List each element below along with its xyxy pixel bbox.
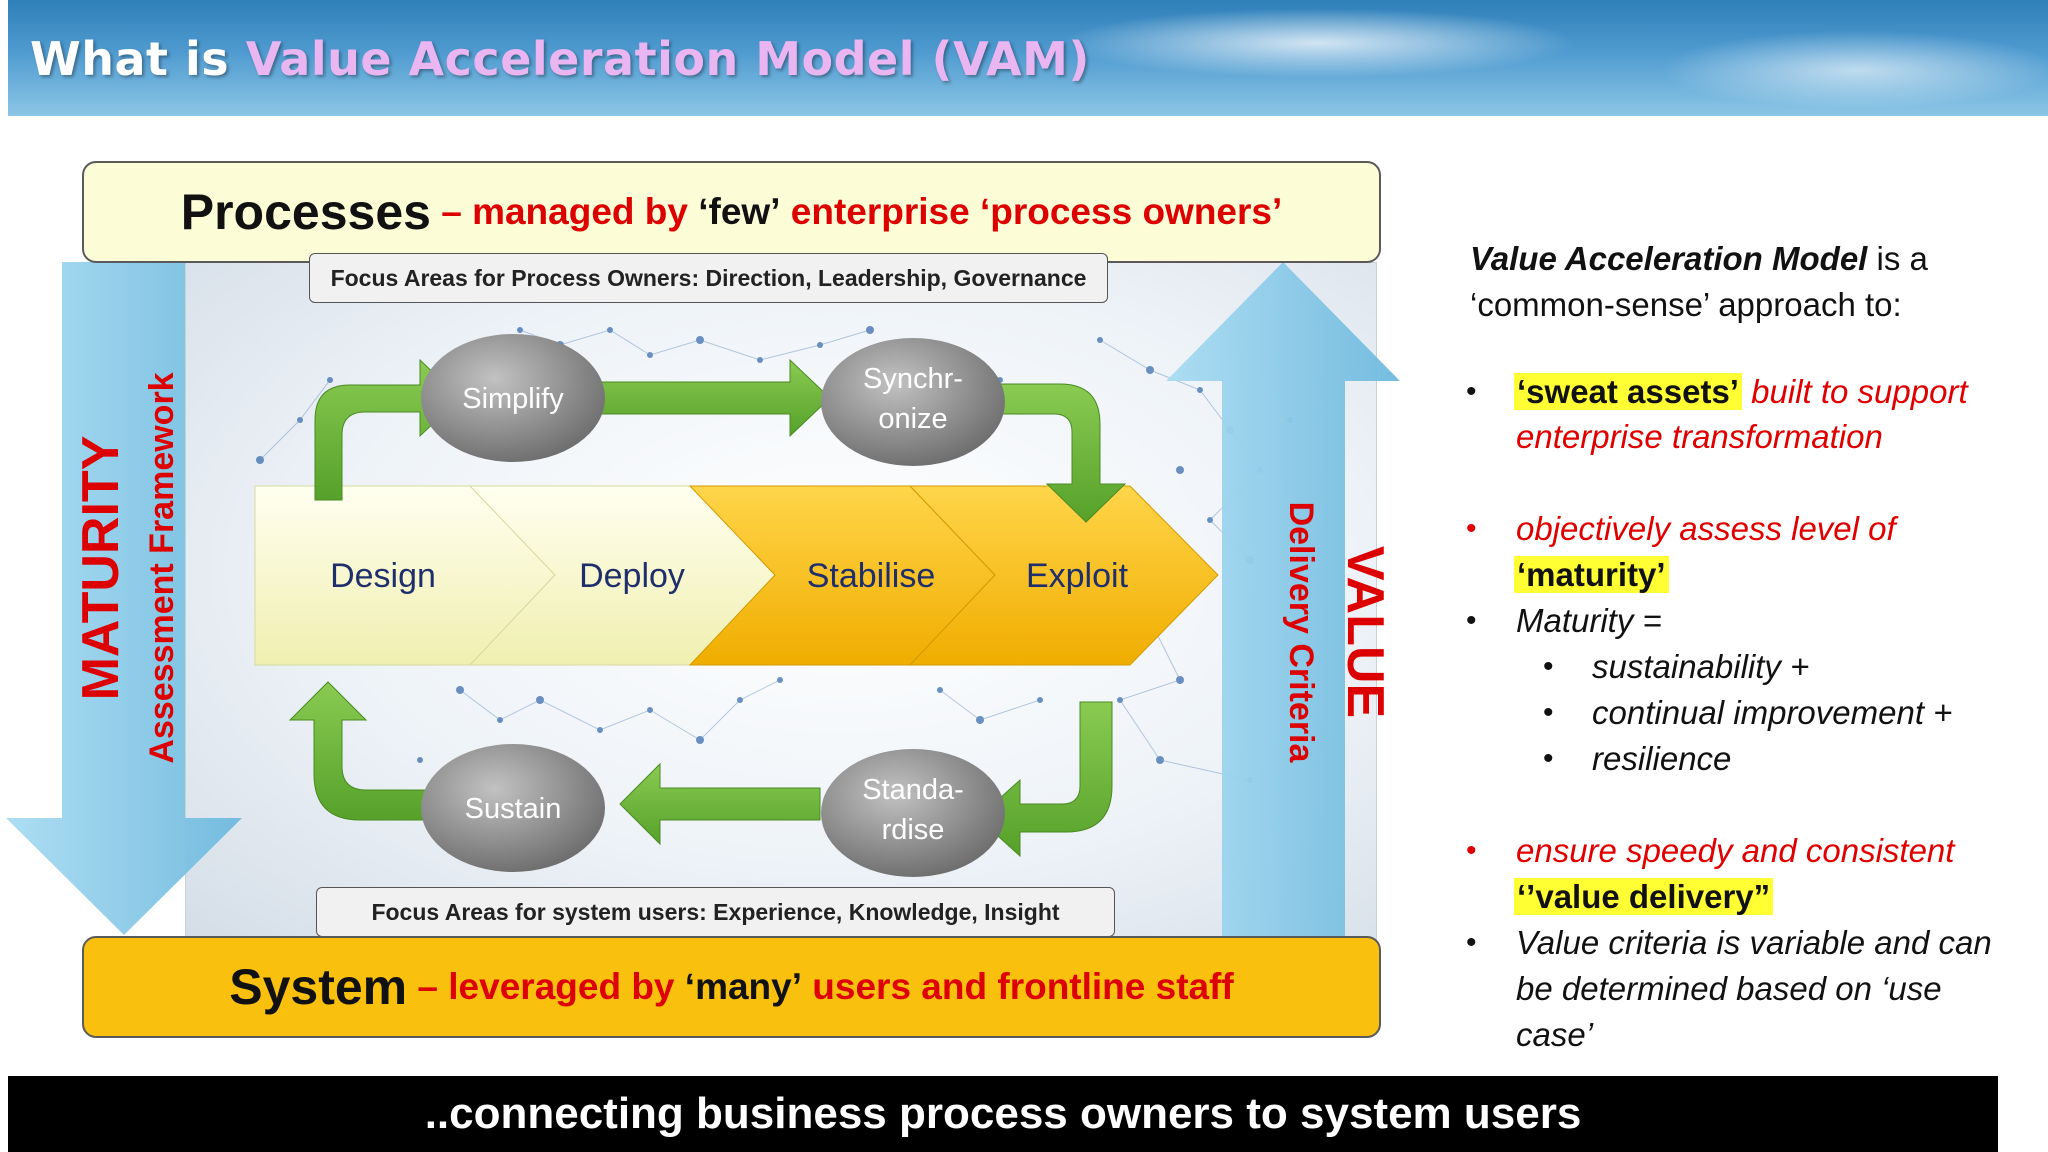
arrow-simplify-to-synchronize (599, 358, 831, 438)
node-sustain (421, 744, 605, 872)
stage-deploy-label: Deploy (579, 557, 685, 595)
maturity-arrow (6, 262, 242, 935)
sub-bullet-3-marker: • (1543, 742, 1554, 775)
maturity-label: MATURITY (72, 436, 130, 701)
bullet-5-line-2: be determined based on ‘use (1516, 970, 1942, 1007)
node-standardise-label-2: rdise (882, 814, 945, 846)
bullet-5-line-3: case’ (1516, 1016, 1594, 1053)
bullet-5-marker: • (1466, 926, 1477, 959)
node-sustain-label: Sustain (465, 793, 562, 825)
bullet-4-line-1: ensure speedy and consistent (1516, 832, 1955, 869)
arrow-sustain-to-design (288, 681, 426, 821)
arrow-standardise-to-sustain (619, 762, 821, 846)
value-arrow (1166, 262, 1400, 936)
bullet-4-line-2: ‘’value delivery” (1514, 874, 1774, 920)
bullet-1-line-2: enterprise transformation (1516, 418, 1883, 455)
node-simplify (421, 334, 605, 462)
delivery-criteria-label: Delivery Criteria (1282, 502, 1320, 764)
processes-box: Processes – managed by ‘few’ enterprise … (82, 161, 1381, 263)
bullet-4-marker: • (1466, 834, 1477, 867)
stage-exploit-label: Exploit (1026, 557, 1129, 595)
assessment-framework-label: Assessment Framework (143, 372, 181, 763)
node-standardise-label-1: Standa- (862, 774, 964, 806)
sub-bullet-2-marker: • (1543, 696, 1554, 729)
node-synchronize (821, 338, 1005, 466)
processes-heading: Processes (180, 184, 431, 240)
bullet-2-line-1: objectively assess level of (1516, 510, 1896, 547)
bullet-2-marker: • (1466, 512, 1477, 545)
vam-diagram: Simplify Synchr- onize Standa- rdise Sus… (6, 161, 1400, 1038)
node-simplify-label: Simplify (462, 383, 564, 415)
node-synchronize-label-2: onize (878, 403, 947, 435)
bullet-1-line-1: ‘sweat assets’ built to support (1514, 369, 1968, 415)
focus-areas-system-users: Focus Areas for system users: Experience… (316, 887, 1115, 937)
stage-stabilise-label: Stabilise (807, 557, 936, 595)
sub-bullet-3: resilience (1592, 740, 1732, 777)
diagram-graphics: Simplify Synchr- onize Standa- rdise Sus… (6, 262, 1400, 936)
value-label: VALUE (1336, 546, 1394, 718)
slide-title: What is Value Acceleration Model (VAM) (30, 32, 1090, 86)
intro-text: Value Acceleration Model is a ‘common-se… (1470, 240, 1928, 323)
focus-areas-process-owners: Focus Areas for Process Owners: Directio… (309, 253, 1108, 303)
bullet-3-line: Maturity = (1516, 602, 1662, 639)
stage-exploit-shape (908, 485, 1219, 666)
bullet-3-marker: • (1466, 604, 1477, 637)
node-standardise (821, 749, 1005, 877)
bullet-1-marker: • (1466, 375, 1477, 408)
sub-bullet-2: continual improvement + (1592, 694, 1953, 731)
title-highlight: Value Acceleration Model (VAM) (245, 32, 1090, 86)
footer-text: ..connecting business process owners to … (424, 1089, 1582, 1138)
footer-bar: ..connecting business process owners to … (8, 1076, 1998, 1152)
sub-bullet-1-marker: • (1543, 650, 1554, 683)
system-box: System – leveraged by ‘many’ users and f… (82, 936, 1381, 1038)
sub-bullet-1: sustainability + (1592, 648, 1810, 685)
title-banner: What is Value Acceleration Model (VAM) (8, 0, 2048, 116)
arrow-synchronize-to-exploit (994, 383, 1127, 523)
bullet-5-line-1: Value criteria is variable and can (1516, 924, 1992, 961)
arrow-exploit-to-standardise (977, 701, 1113, 858)
bullet-2-line-2: ‘maturity’ (1514, 552, 1669, 598)
node-synchronize-label-1: Synchr- (863, 363, 963, 395)
stage-design-label: Design (330, 557, 436, 595)
system-heading: System (229, 959, 408, 1015)
